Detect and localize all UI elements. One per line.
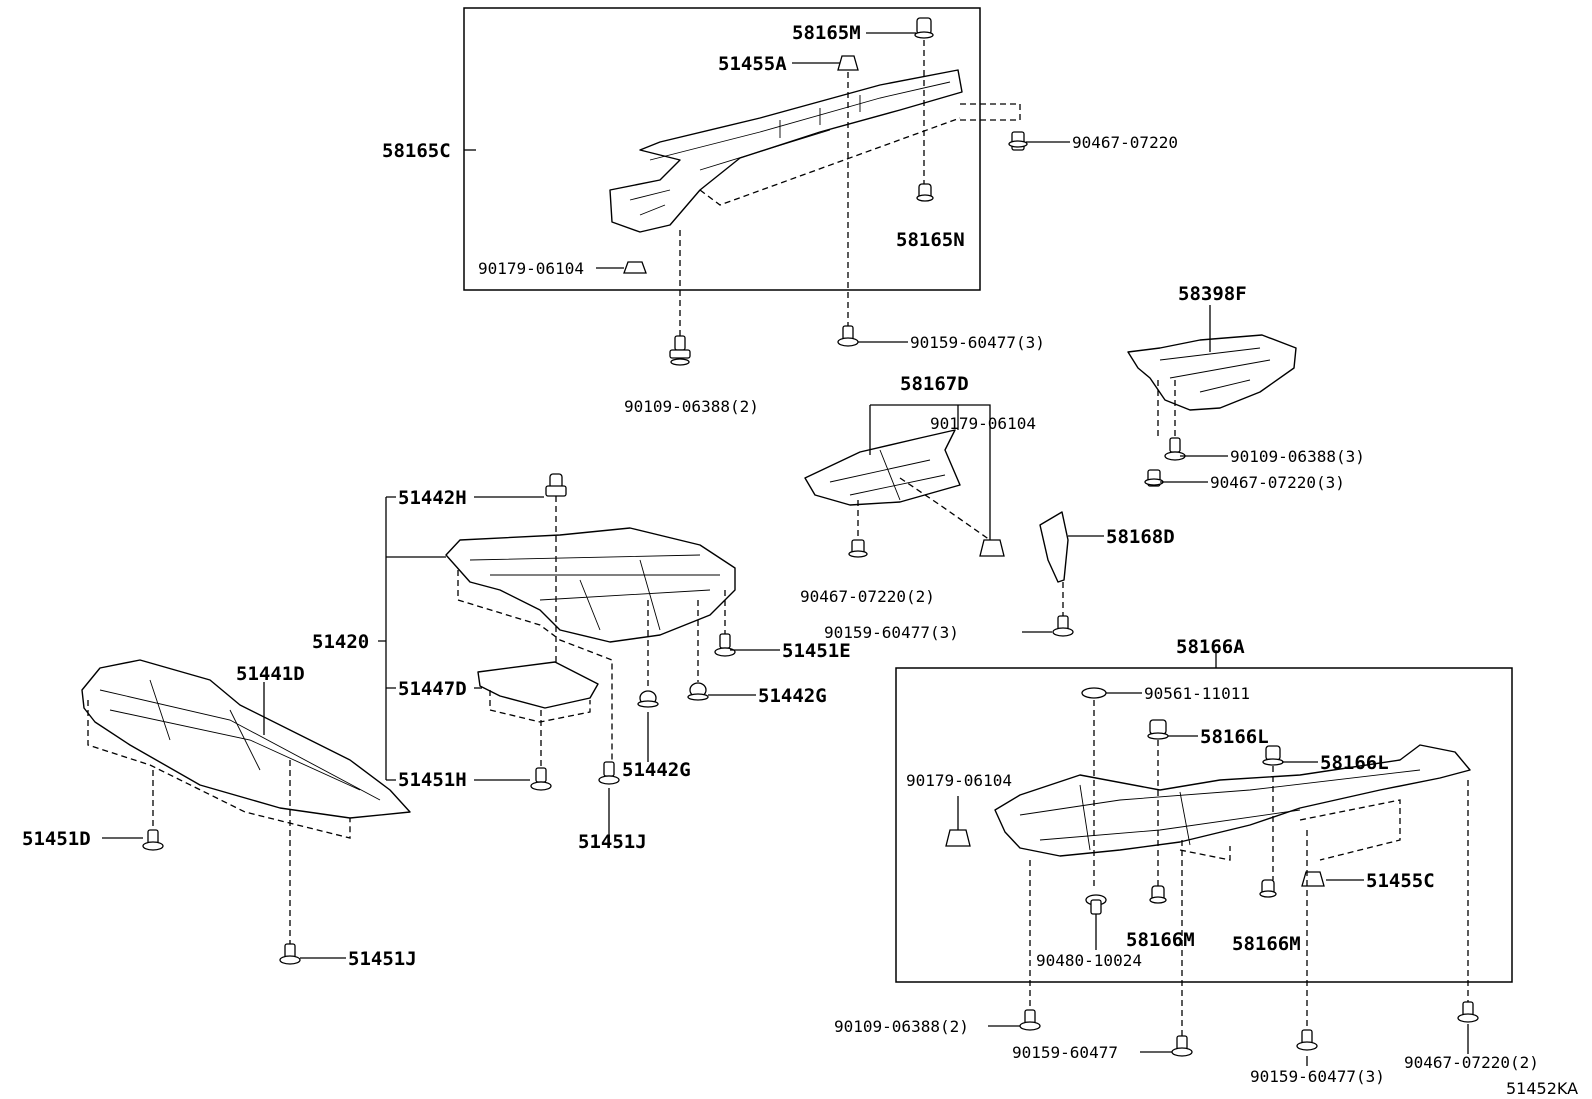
label-90159-60477-3-mid: 90159-60477(3): [824, 623, 959, 642]
label-90159-60477-bottom: 90159-60477: [1012, 1043, 1118, 1062]
group-box-58165C: [463, 7, 981, 291]
label-58166L-left: 58166L: [1200, 726, 1269, 748]
label-90109-06388-3: 90109-06388(3): [1230, 447, 1365, 466]
label-51455A: 51455A: [718, 53, 787, 75]
label-51451H: 51451H: [398, 769, 467, 791]
label-90467-07220: 90467-07220: [1072, 133, 1178, 152]
label-51441D: 51441D: [236, 663, 305, 685]
label-58165M: 58165M: [792, 22, 861, 44]
label-51451J-center: 51451J: [578, 831, 647, 853]
label-58165N: 58165N: [896, 229, 965, 251]
label-58166M-left: 58166M: [1126, 929, 1195, 951]
label-90109-06388-2-top: 90109-06388(2): [624, 397, 759, 416]
label-51451E: 51451E: [782, 640, 851, 662]
label-58167D: 58167D: [900, 373, 969, 395]
label-90159-60477-3-bottom: 90159-60477(3): [1250, 1067, 1385, 1086]
rear-cover-58166A-drawing: [994, 744, 1471, 857]
assembly-dashed-lines: [87, 40, 1469, 1036]
label-51451D: 51451D: [22, 828, 91, 850]
label-51442G-lower: 51442G: [622, 759, 691, 781]
group-box-58166A: [895, 667, 1513, 983]
bracket-51447D-drawing: [477, 661, 599, 709]
label-51442H: 51442H: [398, 487, 467, 509]
label-90159-60477-3-top: 90159-60477(3): [910, 333, 1045, 352]
label-58166A: 58166A: [1176, 636, 1245, 658]
panel-58167D-drawing: [804, 429, 961, 506]
label-90467-07220-2-mid: 90467-07220(2): [800, 587, 935, 606]
plate-58168D-drawing: [1039, 511, 1069, 583]
label-90179-06104-mid: 90179-06104: [930, 414, 1036, 433]
label-51451J-left: 51451J: [348, 948, 417, 970]
label-90467-07220-3: 90467-07220(3): [1210, 473, 1345, 492]
label-51442G-right: 51442G: [758, 685, 827, 707]
label-90480-10024: 90480-10024: [1036, 951, 1142, 970]
rail-58165C-drawing: [609, 69, 963, 233]
fastener-icons: [142, 17, 1479, 1057]
label-58166L-right: 58166L: [1320, 752, 1389, 774]
label-58398F: 58398F: [1178, 283, 1247, 305]
label-90467-07220-2-bottom: 90467-07220(2): [1404, 1053, 1539, 1072]
label-58165C: 58165C: [382, 140, 451, 162]
label-90561-11011: 90561-11011: [1144, 684, 1250, 703]
label-51455C: 51455C: [1366, 870, 1435, 892]
label-90179-06104-rear: 90179-06104: [906, 771, 1012, 790]
under-cover-51420-drawing: [445, 527, 736, 643]
front-cover-51441D-drawing: [81, 659, 411, 819]
leader-lines: [102, 32, 1469, 1066]
cover-58398F-drawing: [1127, 334, 1297, 411]
label-51447D: 51447D: [398, 678, 467, 700]
label-58166M-right: 58166M: [1232, 933, 1301, 955]
label-51420: 51420: [312, 631, 369, 653]
diagram-code: 51452KA: [1506, 1079, 1578, 1098]
label-90179-06104-top: 90179-06104: [478, 259, 584, 278]
label-58168D: 58168D: [1106, 526, 1175, 548]
label-90109-06388-2-bottom: 90109-06388(2): [834, 1017, 969, 1036]
